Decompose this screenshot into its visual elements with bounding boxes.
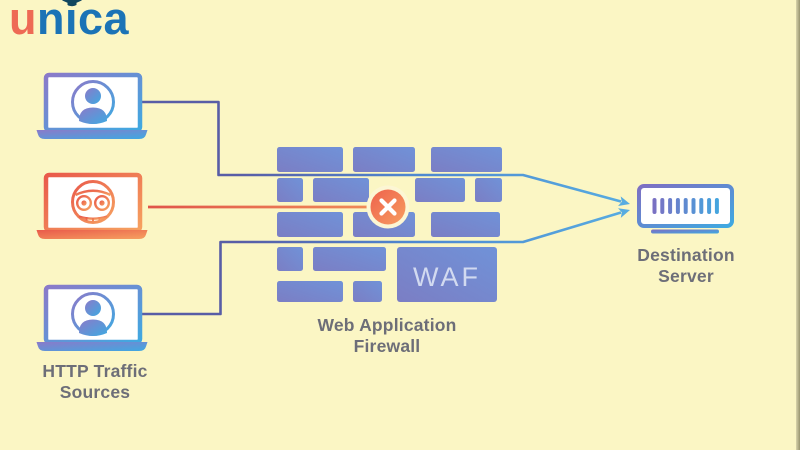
destination-server-line2: Server (658, 266, 714, 286)
destination-server-label: Destination Server (606, 245, 766, 287)
brick (277, 281, 343, 302)
bot-face-icon (71, 180, 115, 224)
destination-server-line1: Destination (637, 245, 735, 265)
web-application-firewall-line1: Web Application (317, 315, 457, 335)
brick (431, 147, 502, 172)
web-application-firewall-line2: Firewall (353, 336, 421, 356)
laptop-bot-icon (36, 172, 148, 239)
waf-block (397, 247, 497, 302)
brick (277, 212, 343, 237)
brick (353, 147, 415, 172)
brick (475, 178, 502, 202)
brick (277, 178, 303, 202)
logo-letters-ca: ca (78, 0, 130, 44)
user-avatar-icon (71, 292, 115, 336)
graduation-cap-icon (61, 0, 82, 7)
laptop-user-icon (36, 72, 148, 139)
brick (313, 178, 369, 202)
unica-logo: uni ca (9, 0, 129, 45)
brick-wall-icon (277, 147, 502, 302)
laptop-user-icon (36, 284, 148, 351)
brick (313, 247, 386, 271)
user-avatar-icon (71, 80, 115, 124)
server-icon (637, 184, 734, 234)
brick (415, 178, 465, 202)
http-traffic-sources-label: HTTP Traffic Sources (10, 361, 180, 403)
screenshot-edge-artifact (796, 0, 800, 450)
brick (277, 247, 303, 271)
http-traffic-sources-line2: Sources (59, 382, 131, 402)
allowed-traffic-line-bottom (142, 208, 630, 316)
server-vents (652, 198, 719, 214)
waf-acronym-label: WAF (413, 262, 481, 292)
logo-letter-n: n (37, 0, 65, 44)
blocked-x-badge-icon (366, 185, 410, 229)
logo-letter-i: i (65, 0, 79, 44)
web-application-firewall-label: Web Application Firewall (287, 315, 487, 357)
brick (431, 212, 500, 237)
logo-letter-u: u (9, 0, 37, 44)
arrow-icon (618, 196, 630, 206)
arrow-icon (618, 208, 630, 218)
http-traffic-sources-line1: HTTP Traffic (42, 361, 148, 381)
brick (277, 147, 343, 172)
brick (353, 281, 382, 302)
allowed-traffic-line-top (142, 100, 630, 206)
